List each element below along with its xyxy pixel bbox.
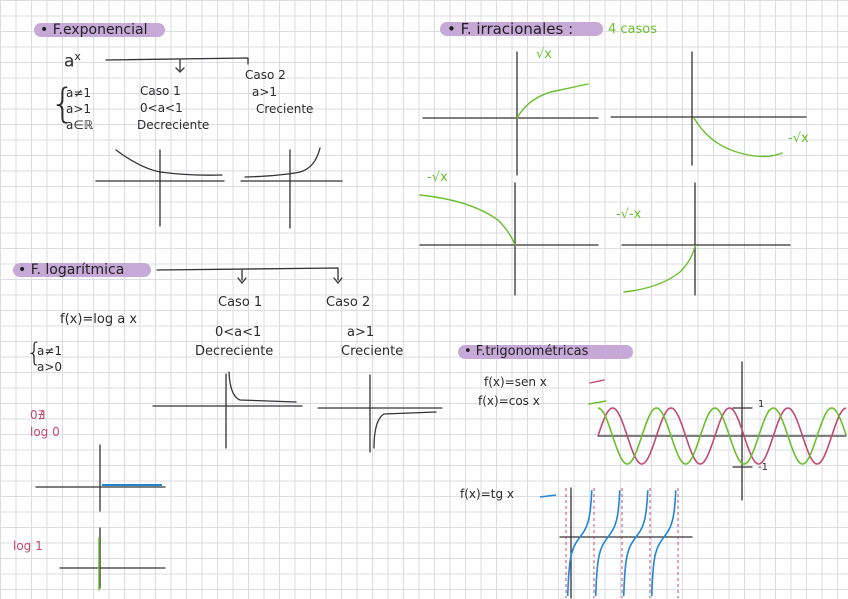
exp-cond-1: a≠1: [66, 86, 92, 100]
exp-caso1-name: Caso 1: [140, 84, 181, 98]
log-note-log0: log 0: [30, 425, 60, 439]
exp-caso2-cond: a>1: [252, 85, 278, 99]
log-tree-line: [156, 267, 339, 281]
logaritmica-header-bg: [13, 263, 151, 277]
log-caso2-trend: Creciente: [341, 344, 404, 359]
exp-caso2-trend: Creciente: [256, 102, 314, 116]
log-caso2-cond: a>1: [347, 325, 375, 340]
tg-branch: [566, 490, 593, 597]
irr-label-sqrt: √x: [536, 47, 552, 62]
log1-curve: [228, 371, 297, 403]
cos-arrow: [588, 400, 607, 405]
exp-curve1: [115, 149, 223, 176]
sen-arrow: [589, 379, 605, 384]
trig-sen: f(x)=sen x: [484, 375, 547, 389]
log-caso1-trend: Decreciente: [195, 344, 274, 359]
irracionales-title: • F. irracionales :: [447, 20, 574, 38]
cos-wave: [597, 407, 847, 465]
trig-tg: f(x)=tg x: [460, 487, 514, 501]
log-caso1-cond: 0<a<1: [215, 325, 262, 340]
exp-exponent: x: [74, 50, 81, 63]
irracionales-header-bg: [440, 22, 603, 36]
exp-caso1-trend: Decreciente: [137, 118, 210, 132]
trig-header-bg: [458, 345, 633, 359]
irr4-curve: [623, 245, 696, 293]
trig-cos: f(x)=cos x: [478, 394, 540, 408]
irr3-curve: [419, 194, 516, 246]
irr-label-neg-sqrt-left: -√x: [427, 170, 448, 185]
tg-branch: [594, 490, 621, 597]
exp-base: a: [64, 51, 75, 72]
exp-cond-3: a∈ℝ: [66, 118, 94, 132]
tg-curves: [539, 488, 679, 598]
exp-brace: {: [50, 81, 76, 127]
trig-title: • F.trigonométricas: [464, 344, 589, 359]
irracionales-subtitle: 4 casos: [608, 22, 658, 37]
irr-label-neg-sqrt-right: -√x: [788, 131, 809, 146]
log-cond-1: a≠1: [37, 344, 63, 358]
irr-label-neg-sqrt-negx: -√-x: [616, 207, 642, 222]
exp-tree-arrow1: [175, 67, 185, 73]
logaritmica-title: • F. logarítmica: [18, 262, 125, 278]
irr2-curve: [693, 117, 783, 158]
log2-curve: [373, 411, 437, 449]
exponencial-title: • F.exponencial: [40, 22, 148, 38]
trig-min-label: -1: [758, 462, 768, 473]
tg-arrow: [539, 494, 557, 498]
exp-curve2: [244, 147, 321, 178]
trig-max-label: 1: [758, 399, 765, 410]
log-tree-arrow1: [237, 277, 247, 285]
log-note-log1: log 1: [13, 539, 43, 553]
log-note-undefined: 0∄: [30, 408, 46, 422]
exp-cond-2: a>1: [66, 102, 92, 116]
log-brace: {: [26, 338, 43, 368]
log-caso2-name: Caso 2: [326, 295, 371, 310]
log-caso1-name: Caso 1: [218, 295, 263, 310]
exp-tree-line: [105, 57, 249, 71]
exp-expr: ax: [64, 51, 81, 71]
log-expr: f(x)=log a x: [60, 312, 138, 327]
exponencial-header-bg: [34, 23, 165, 37]
tg-branch: [622, 490, 649, 597]
tg-branch: [650, 490, 677, 597]
trig-waves: [597, 407, 847, 465]
exp-caso1-cond: 0<a<1: [140, 101, 183, 115]
log-tree-arrow2: [333, 277, 343, 285]
log-cond-2: a>0: [37, 360, 63, 374]
irr1-curve: [516, 83, 589, 119]
exp-caso2-name: Caso 2: [245, 68, 286, 82]
